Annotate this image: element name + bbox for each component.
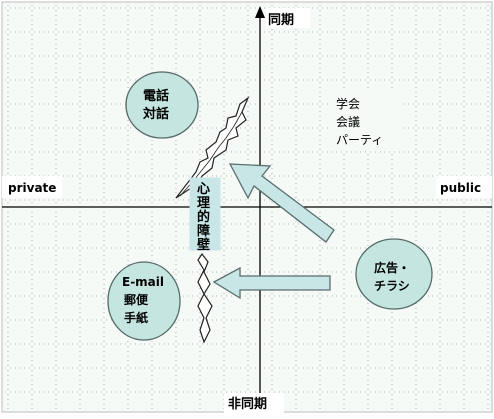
node-ad: 広告・ チラシ <box>355 238 433 310</box>
node-phone-line-2: 対話 <box>142 106 169 122</box>
barrier-label-char-5: 壁 <box>197 237 210 253</box>
axis-label-bottom: 非同期 <box>228 396 267 412</box>
barrier-label-char-2: 理 <box>197 196 210 211</box>
node-email-line-1: E-mail <box>122 275 164 289</box>
barrier-upper-jag <box>175 96 250 199</box>
node-conference-line-2: 会議 <box>336 115 360 129</box>
node-ad-line-2: チラシ <box>374 279 410 293</box>
node-conference: 学会 会議 パーティ <box>330 92 402 150</box>
barrier-label-char-3: 的 <box>197 209 210 225</box>
barrier-label-char-4: 障 <box>197 223 210 239</box>
barrier-lower-jag <box>197 252 213 344</box>
barrier-label-char-1: 心 <box>197 182 210 197</box>
barrier-label-box <box>189 177 221 251</box>
node-phone: 電話 対話 <box>125 71 199 139</box>
node-conference-line-1: 学会 <box>336 96 360 111</box>
vertical-axis-arrowhead <box>255 6 265 18</box>
arrow-horizontal <box>212 266 331 300</box>
node-email-line-3: 手紙 <box>124 310 148 325</box>
node-conference-line-3: パーティ <box>336 133 383 147</box>
axis-label-left: private <box>8 181 56 195</box>
arrow-diagonal <box>228 163 335 243</box>
node-email-line-2: 郵便 <box>124 292 149 307</box>
axis-label-top: 同期 <box>268 13 294 28</box>
node-phone-line-1: 電話 <box>143 88 169 104</box>
node-ad-line-1: 広告・ <box>374 260 410 275</box>
axis-label-right: public <box>440 181 481 195</box>
node-email: E-mail 郵便 手紙 <box>107 261 181 341</box>
